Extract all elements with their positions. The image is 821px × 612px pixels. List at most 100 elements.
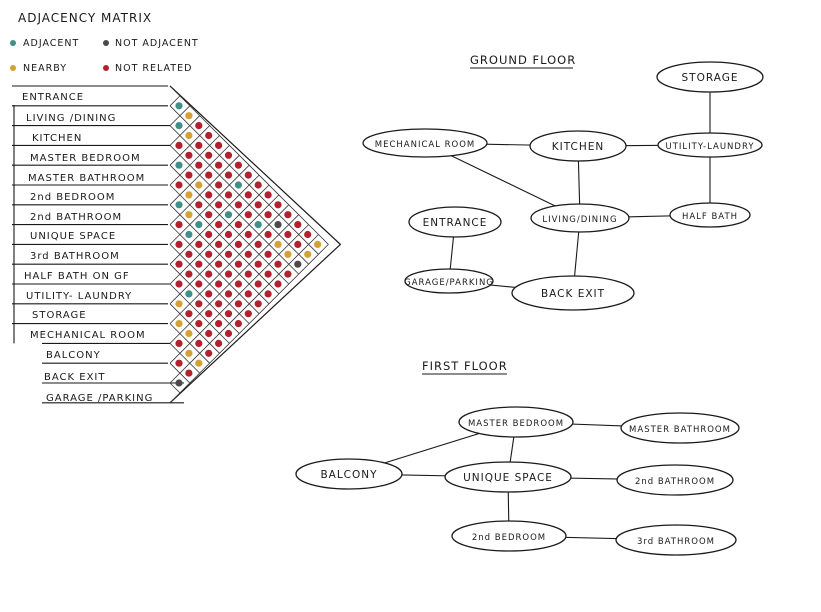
ff-label-masterbath: MASTER BATHROOM xyxy=(629,425,731,435)
matrix-cell-dot xyxy=(205,151,213,159)
legend-dot-adjacent xyxy=(10,40,16,46)
matrix-cell-dot xyxy=(185,369,193,377)
matrix-cell-dot xyxy=(284,250,292,258)
matrix-cell-dot xyxy=(304,250,312,258)
row-label-mechanical-room: MECHANICAL ROOM xyxy=(30,330,146,341)
matrix-cell-dot xyxy=(205,131,213,140)
matrix-diagonal xyxy=(169,234,319,384)
matrix-cell-dot xyxy=(175,122,183,130)
matrix-diagonal xyxy=(169,145,230,206)
matrix-cell-dot xyxy=(205,230,213,239)
matrix-cell-dot xyxy=(274,240,282,248)
matrix-diagonal xyxy=(169,343,200,374)
matrix-cell-dot xyxy=(215,260,223,268)
matrix-cell-dot xyxy=(274,260,282,268)
matrix-cell-dot xyxy=(264,290,272,298)
matrix-cell-dot xyxy=(175,280,183,288)
row-label-balcony: BALCONY xyxy=(46,350,101,361)
row-label-unique-space: UNIQUE SPACE xyxy=(30,231,116,242)
matrix-diagonal xyxy=(169,95,181,107)
matrix-diagonal xyxy=(169,303,220,354)
matrix-title: ADJACENCY MATRIX xyxy=(18,11,152,25)
matrix-cell-dot xyxy=(175,300,183,308)
matrix-cell-dot xyxy=(195,122,203,130)
matrix-cell-dot xyxy=(264,211,272,219)
matrix-cell-dot xyxy=(244,230,252,239)
matrix-cell-dot xyxy=(284,230,292,239)
matrix-diagonal xyxy=(169,204,290,324)
matrix-diagonal xyxy=(169,214,299,344)
matrix-cell-dot xyxy=(175,141,183,149)
matrix-cell-dot xyxy=(234,300,242,308)
matrix-cell-dot xyxy=(195,221,203,229)
matrix-cell-dot xyxy=(195,161,203,169)
matrix-cell-dot xyxy=(234,161,242,169)
ff-label-bath2: 2nd BATHROOM xyxy=(635,477,715,487)
matrix-diagonal xyxy=(169,194,280,305)
legend-dot-not-adjacent xyxy=(103,40,109,46)
row-label-entrance: ENTRANCE xyxy=(22,92,84,103)
matrix-cell-dot xyxy=(205,191,213,199)
matrix-cell-dot xyxy=(234,221,242,229)
matrix-cell-dot xyxy=(254,221,262,229)
gf-node-entrance: ENTRANCE xyxy=(408,206,502,238)
legend-label-not-adjacent: NOT ADJACENT xyxy=(115,38,199,49)
matrix-cell-dot xyxy=(254,300,262,308)
matrix-cell-dot xyxy=(215,280,223,288)
matrix-cell-dot xyxy=(234,240,242,248)
gf-bubble-mechanical xyxy=(362,128,488,158)
ff-label-unique: UNIQUE SPACE xyxy=(463,472,553,484)
ff-label-bath3: 3rd BATHROOM xyxy=(637,537,715,547)
matrix-cell-dot xyxy=(205,349,213,357)
matrix-cell-dot xyxy=(195,359,203,367)
matrix-cell-dot xyxy=(175,161,183,169)
row-label-living-dining: LIVING /DINING xyxy=(26,113,116,124)
matrix-cell-dot xyxy=(175,240,183,248)
gf-bubble-halfbath xyxy=(669,202,751,228)
ff-node-bath2: 2nd BATHROOM xyxy=(616,464,734,496)
gf-bubble-utility xyxy=(657,132,763,158)
matrix-diagonal xyxy=(169,184,280,295)
matrix-cell-dot xyxy=(254,240,262,248)
matrix-cell-dot xyxy=(175,320,183,328)
matrix-cell-dot xyxy=(175,221,183,229)
matrix-cell-dot xyxy=(224,191,233,199)
matrix-cell-dot xyxy=(205,310,213,318)
gf-bubble-backexit xyxy=(511,275,635,311)
matrix-cell-dot xyxy=(185,151,193,159)
ff-node-masterbath: MASTER BATHROOM xyxy=(620,412,740,444)
matrix-cell-dot xyxy=(244,171,252,179)
matrix-cell-dot xyxy=(274,201,282,209)
matrix-cell-dot xyxy=(274,280,282,288)
gf-bubble-entrance xyxy=(408,206,502,238)
row-label-garage-parking: GARAGE /PARKING xyxy=(46,393,153,404)
matrix-cell-dot xyxy=(195,201,203,209)
matrix-cell-dot xyxy=(185,270,193,278)
matrix-cell-dot xyxy=(175,260,183,268)
matrix-cell-dot xyxy=(234,320,242,328)
matrix-cell-dot xyxy=(175,379,183,387)
ff-node-bed2: 2nd BEDROOM xyxy=(451,520,567,552)
matrix-cell-dot xyxy=(224,250,233,258)
matrix-dots xyxy=(175,102,322,387)
matrix-cell-dot xyxy=(185,329,193,338)
row-label-kitchen: KITCHEN xyxy=(32,133,82,144)
matrix-cell-dot xyxy=(185,112,193,120)
matrix-cell-dot xyxy=(195,300,203,308)
matrix-diagonal xyxy=(169,125,210,166)
legend-label-not-related: NOT RELATED xyxy=(115,63,192,74)
legend: ADJACENT NOT ADJACENT NEARBY NOT RELATED xyxy=(10,38,199,74)
gf-node-mechanical: MECHANICAL ROOM xyxy=(362,128,488,158)
matrix-cell-dot xyxy=(185,310,193,318)
matrix-cell-dot xyxy=(185,230,193,239)
matrix-cell-dot xyxy=(215,221,223,229)
ff-bubble-masterbed xyxy=(458,406,574,438)
gf-node-utility: UTILITY-LAUNDRY xyxy=(657,132,763,158)
matrix-cell-dot xyxy=(195,280,203,288)
matrix-diagonal xyxy=(169,115,200,146)
legend-label-nearby: NEARBY xyxy=(23,63,67,74)
ff-bubble-balcony xyxy=(295,458,403,490)
matrix-cell-dot xyxy=(264,250,272,258)
row-label-2nd-bathroom: 2nd BATHROOM xyxy=(30,212,122,223)
